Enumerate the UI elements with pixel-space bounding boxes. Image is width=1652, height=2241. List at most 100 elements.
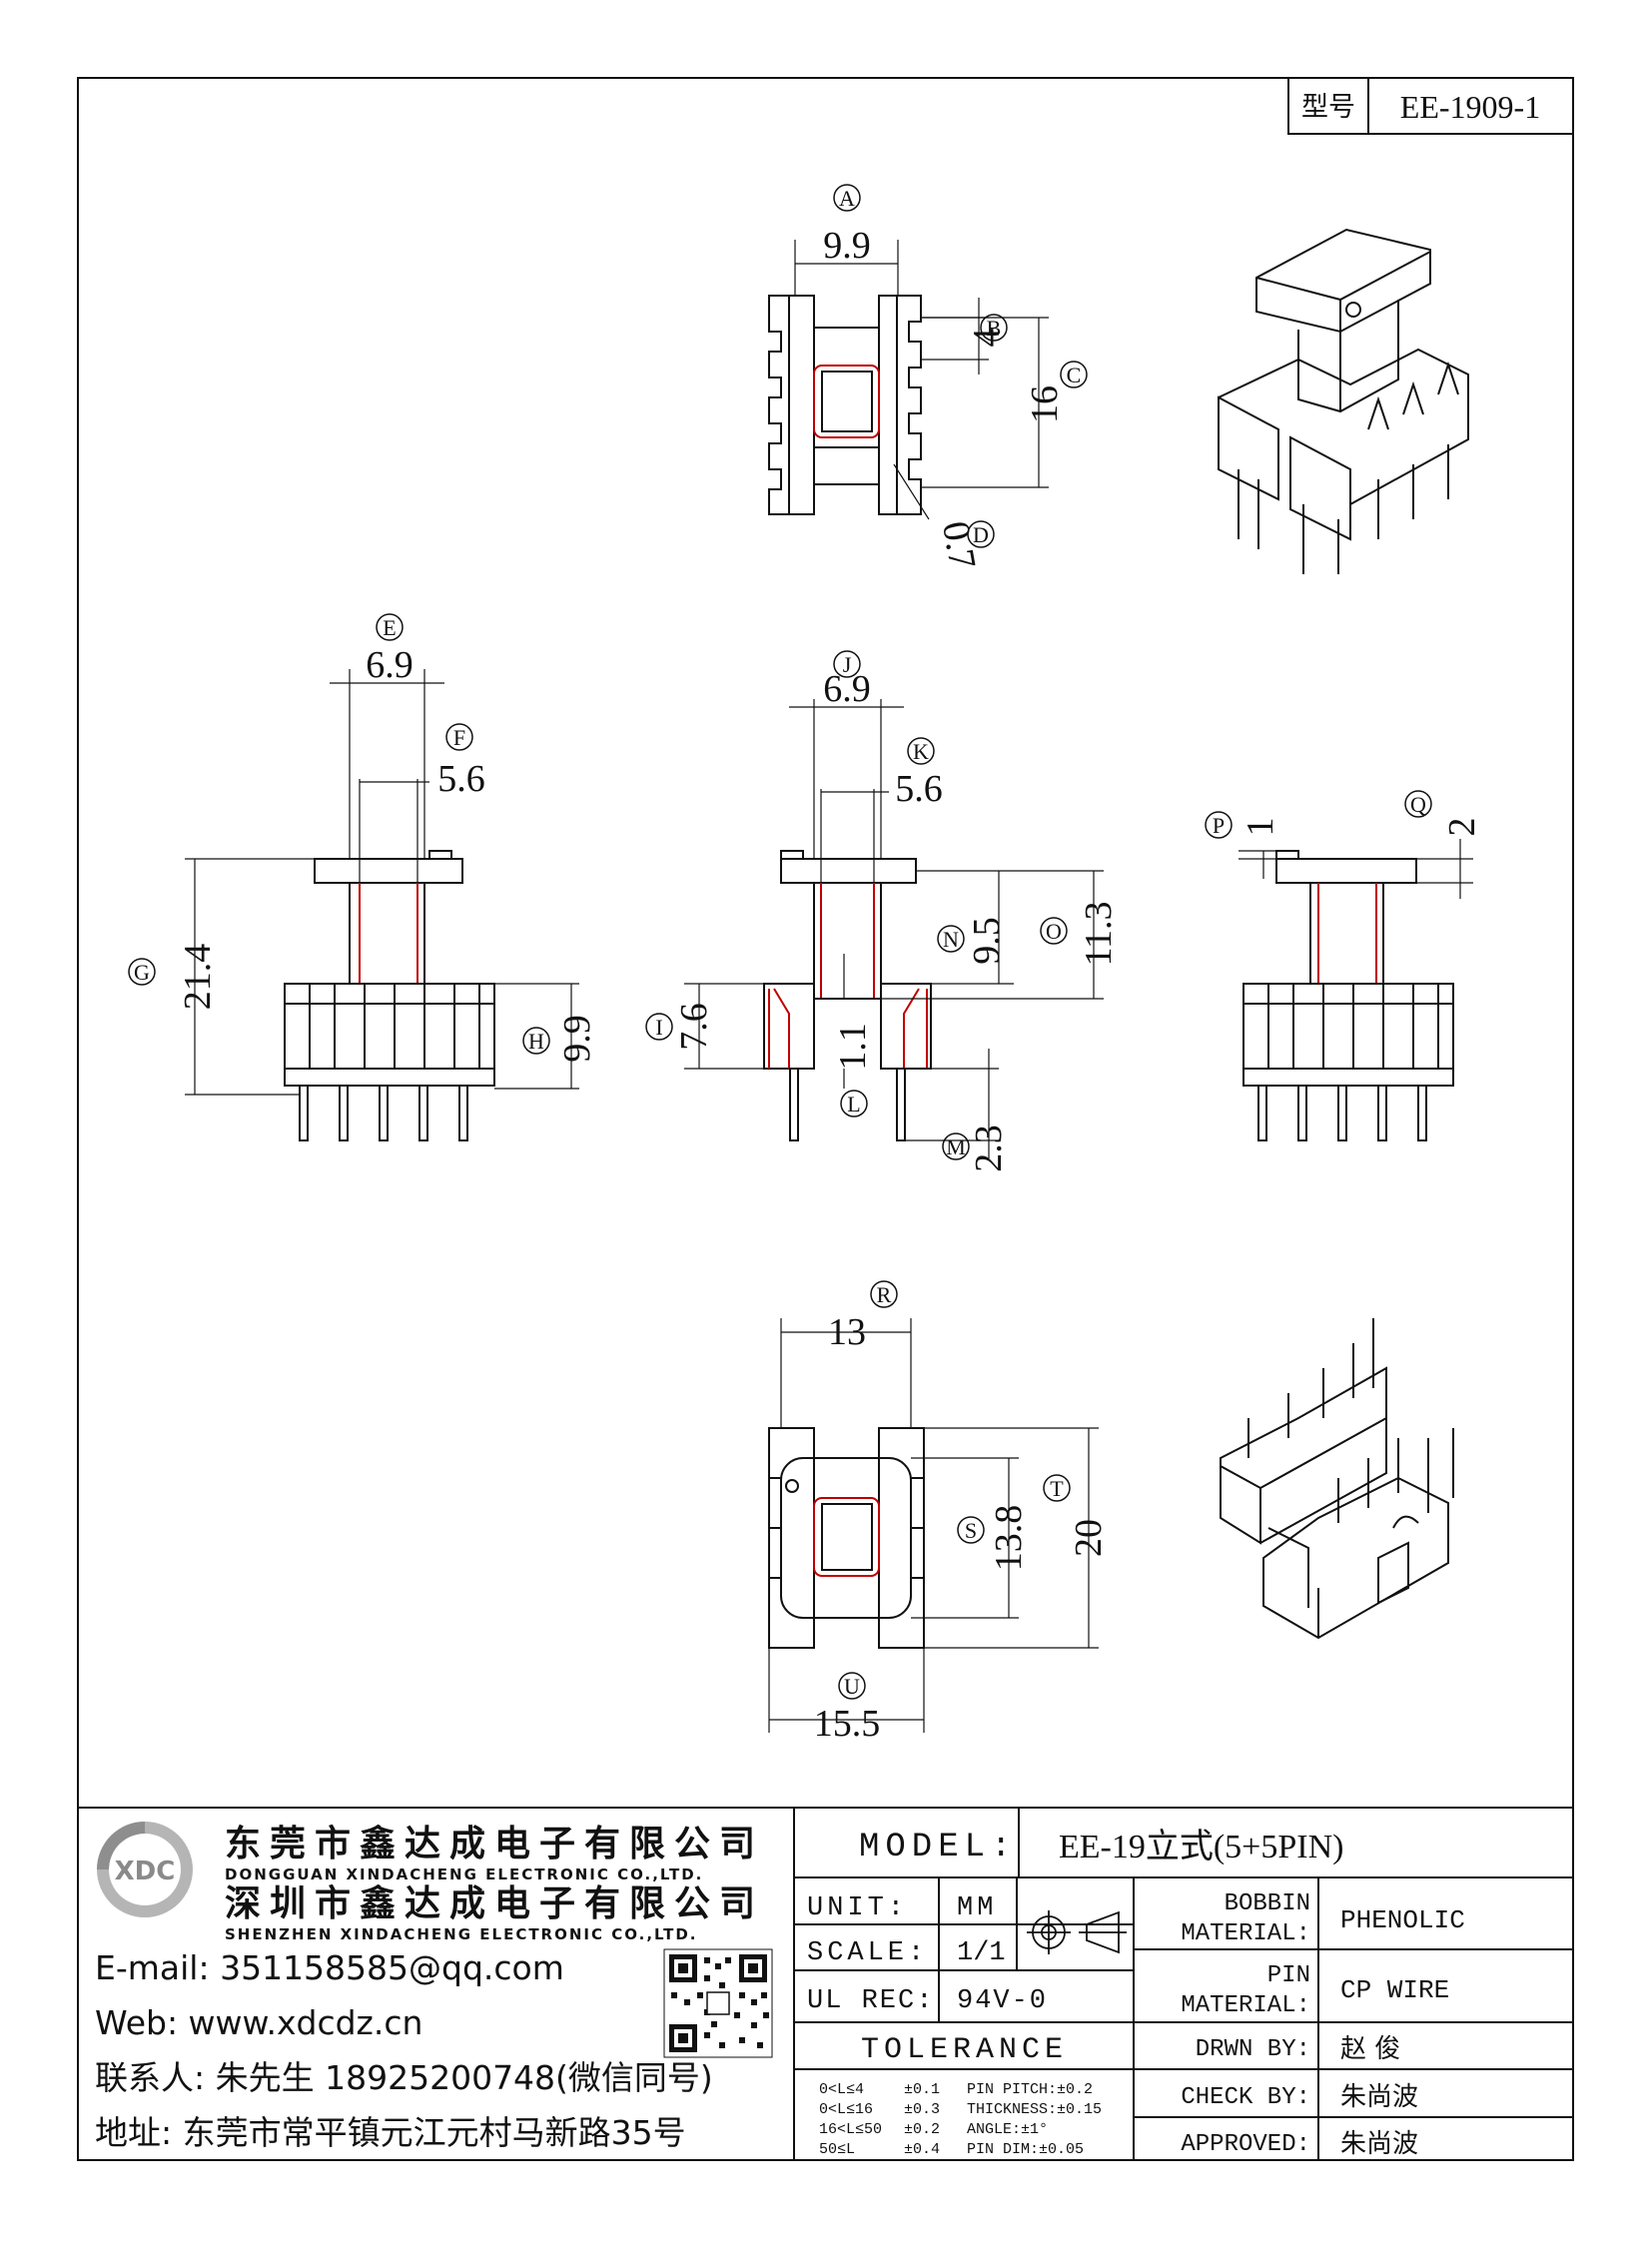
left-side-view [185, 669, 579, 1141]
dim-q-value: 2 [1441, 818, 1483, 837]
marker-d: D [973, 522, 989, 547]
approved-value: 朱尚波 [1340, 2129, 1418, 2159]
header-model-value: EE-1909-1 [1400, 89, 1540, 125]
reference-markers: A B C D E F G H I J K L M N O P Q R S [128, 184, 1432, 1700]
check-value: 朱尚波 [1340, 2082, 1418, 2112]
marker-u: U [844, 1674, 860, 1699]
company-info: 东莞市鑫达成电子有限公司 DONGGUAN XINDACHENG ELECTRO… [95, 1824, 764, 2152]
pin-label-1: PIN [1267, 1962, 1310, 1989]
tol-range-3: 16<L≤50 [819, 2121, 882, 2138]
bobbin-label-1: BOBBIN [1225, 1890, 1310, 1917]
tol-value-2: ±0.3 [904, 2101, 940, 2118]
company-email: E-mail: 351158585@qq.com [95, 1948, 564, 1987]
bottom-view-labels: 13 13.8 20 15.5 [814, 1311, 1110, 1745]
dim-j-value: 6.9 [823, 668, 871, 710]
scale-value: 1/1 [957, 1938, 1006, 1968]
dim-k-value: 5.6 [895, 768, 943, 810]
company-name-1: 东莞市鑫达成电子有限公司 [225, 1824, 764, 1865]
dim-n-value: 9.5 [966, 917, 1008, 965]
front-view-labels: 6.9 5.6 9.5 11.3 7.6 1.1 2.3 [673, 668, 1120, 1172]
drawing-frame [77, 77, 1574, 2161]
scale-label: SCALE: [807, 1938, 928, 1968]
dim-b-value: 4 [966, 329, 1008, 348]
tol-range-4: 50≤L [819, 2141, 855, 2158]
marker-b: B [987, 316, 1002, 341]
isometric-view-lower [1220, 1318, 1454, 1640]
marker-a: A [839, 186, 855, 211]
dim-l-value: 1.1 [832, 1023, 874, 1071]
tol-extra-3: ANGLE:±1° [967, 2121, 1048, 2138]
marker-e: E [383, 615, 396, 640]
marker-f: F [453, 725, 465, 750]
marker-i: I [655, 1015, 662, 1040]
company-address: 地址: 东莞市常平镇元江元村马新路35号 [95, 2113, 686, 2152]
dim-i-value: 7.6 [673, 1003, 715, 1051]
tol-range-1: 0<L≤4 [819, 2081, 864, 2098]
top-view-labels: 9.9 4 16 0.7 [823, 225, 1066, 572]
left-side-view-labels: 6.9 5.6 21.4 9.9 [177, 644, 598, 1063]
right-side-view-labels: 1 2 [1239, 818, 1483, 837]
drawn-label: DRWN BY: [1196, 2036, 1310, 2063]
tol-extra-2: THICKNESS:±0.15 [967, 2101, 1102, 2118]
marker-o: O [1046, 919, 1062, 944]
dim-o-value: 11.3 [1078, 901, 1120, 966]
front-view [684, 699, 1104, 1158]
marker-t: T [1050, 1476, 1064, 1501]
unit-value: MM [957, 1893, 997, 1923]
marker-s: S [965, 1518, 977, 1543]
dim-r-value: 13 [828, 1311, 866, 1353]
marker-p: P [1213, 813, 1225, 838]
ul-value: 94V-0 [957, 1986, 1048, 2016]
header-model-label: 型号 [1301, 92, 1355, 123]
marker-h: H [528, 1029, 544, 1054]
marker-j: J [843, 652, 852, 677]
dim-u-value: 15.5 [814, 1703, 881, 1745]
marker-l: L [847, 1092, 860, 1117]
logo-text: XDC [115, 1857, 176, 1886]
drawn-value: 赵 俊 [1340, 2034, 1400, 2064]
projection-symbol-icon [1027, 1910, 1127, 1954]
dim-s-value: 13.8 [988, 1505, 1030, 1572]
isometric-view-upper [1218, 228, 1469, 574]
dim-c-value: 16 [1024, 385, 1066, 423]
marker-q: Q [1410, 792, 1426, 817]
marker-g: G [134, 960, 150, 985]
model-value: EE-19立式(5+5PIN) [1059, 1828, 1343, 1866]
tol-value-1: ±0.1 [904, 2081, 940, 2098]
pin-value: CP WIRE [1340, 1975, 1449, 2005]
marker-n: N [943, 927, 959, 952]
dim-g-value: 21.4 [177, 944, 219, 1011]
pin-label-2: MATERIAL: [1181, 1992, 1310, 2019]
marker-r: R [877, 1282, 892, 1307]
marker-c: C [1067, 363, 1082, 387]
dim-h-value: 9.9 [556, 1015, 598, 1063]
dim-e-value: 6.9 [366, 644, 413, 686]
dim-p-value: 1 [1239, 818, 1281, 837]
tol-extra-1: PIN PITCH:±0.2 [967, 2081, 1093, 2098]
qr-code-icon [663, 1948, 773, 2058]
dim-f-value: 5.6 [437, 758, 485, 800]
company-name-1-en: DONGGUAN XINDACHENG ELECTRONIC CO.,LTD. [225, 1866, 703, 1883]
bobbin-label-2: MATERIAL: [1181, 1920, 1310, 1947]
ul-label: UL REC: [807, 1986, 934, 2016]
marker-k: K [913, 739, 929, 764]
approved-label: APPROVED: [1181, 2131, 1310, 2158]
unit-label: UNIT: [807, 1893, 908, 1923]
tol-range-2: 0<L≤16 [819, 2101, 873, 2118]
tol-extra-4: PIN DIM:±0.05 [967, 2141, 1084, 2158]
tol-value-3: ±0.2 [904, 2121, 940, 2138]
company-logo: XDC [97, 1822, 193, 1917]
check-label: CHECK BY: [1181, 2084, 1310, 2111]
title-block [78, 1807, 1573, 2160]
bottom-view [768, 1318, 1099, 1733]
header-model-box: 型号 EE-1909-1 [1287, 77, 1574, 135]
company-name-2-en: SHENZHEN XINDACHENG ELECTRONIC CO.,LTD. [225, 1925, 698, 1943]
company-web: Web: www.xdcdz.cn [95, 2003, 422, 2042]
dim-m-value: 2.3 [968, 1124, 1010, 1172]
company-name-2: 深圳市鑫达成电子有限公司 [225, 1883, 764, 1924]
title-block-text: MODEL: EE-19立式(5+5PIN) UNIT: MM SCALE: 1… [807, 1828, 1465, 2159]
model-label: MODEL: [859, 1829, 1017, 1867]
bobbin-value: PHENOLIC [1340, 1905, 1465, 1935]
tolerance-label: TOLERANCE [861, 2033, 1068, 2067]
